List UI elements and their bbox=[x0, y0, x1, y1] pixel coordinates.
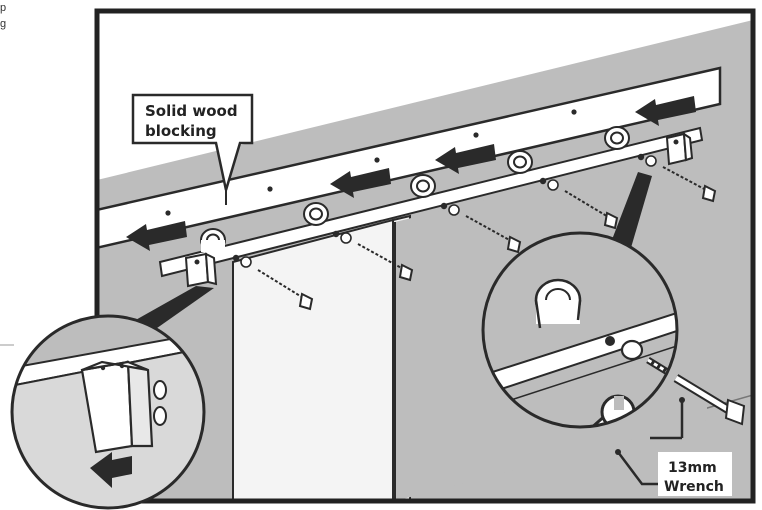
wrench-callout: 13mm Wrench bbox=[615, 397, 732, 496]
spacer bbox=[410, 174, 436, 198]
arrow-icon bbox=[90, 452, 132, 488]
spacer bbox=[604, 126, 630, 150]
arrow-icon bbox=[635, 96, 696, 126]
edge-text-fragment-1: p bbox=[0, 2, 7, 14]
arrow-icon bbox=[435, 144, 496, 174]
wrench-label-line1: 13mm bbox=[668, 460, 717, 476]
blocking-label-line1: Solid wood bbox=[145, 102, 238, 120]
lag-bolt bbox=[564, 190, 619, 230]
spacer bbox=[303, 202, 329, 226]
lag-bolt bbox=[465, 215, 522, 254]
spacer bbox=[200, 228, 226, 252]
lag-bolt bbox=[357, 243, 414, 282]
zoom-circle-bolt bbox=[481, 231, 679, 429]
zoom-pointer-right bbox=[608, 172, 652, 258]
end-stops bbox=[184, 132, 694, 288]
spacer bbox=[507, 150, 533, 174]
arrow-icon bbox=[330, 168, 391, 198]
blocking-label-line2: blocking bbox=[145, 122, 217, 140]
spacers bbox=[200, 126, 630, 252]
lag-bolt bbox=[257, 269, 314, 311]
blocking-callout: Solid wood blocking bbox=[131, 93, 254, 205]
edge-text-fragment-2: g bbox=[0, 18, 7, 30]
wood-blocking bbox=[97, 66, 722, 250]
door-panel-left bbox=[232, 218, 394, 501]
blocking-holes bbox=[165, 109, 577, 216]
lag-bolts bbox=[257, 166, 717, 311]
arrow-icon bbox=[126, 221, 187, 251]
end-stop-left bbox=[184, 252, 218, 288]
lag-bolt bbox=[662, 166, 717, 203]
lag-bolt-detail bbox=[673, 374, 746, 426]
push-arrows bbox=[126, 96, 696, 251]
panel-frame bbox=[94, 8, 756, 504]
rail-holes-and-washers bbox=[232, 153, 657, 268]
wrench-label-line2: Wrench bbox=[664, 479, 724, 495]
end-stop-right bbox=[665, 132, 694, 166]
zoom-circle-end-stop bbox=[10, 314, 206, 510]
